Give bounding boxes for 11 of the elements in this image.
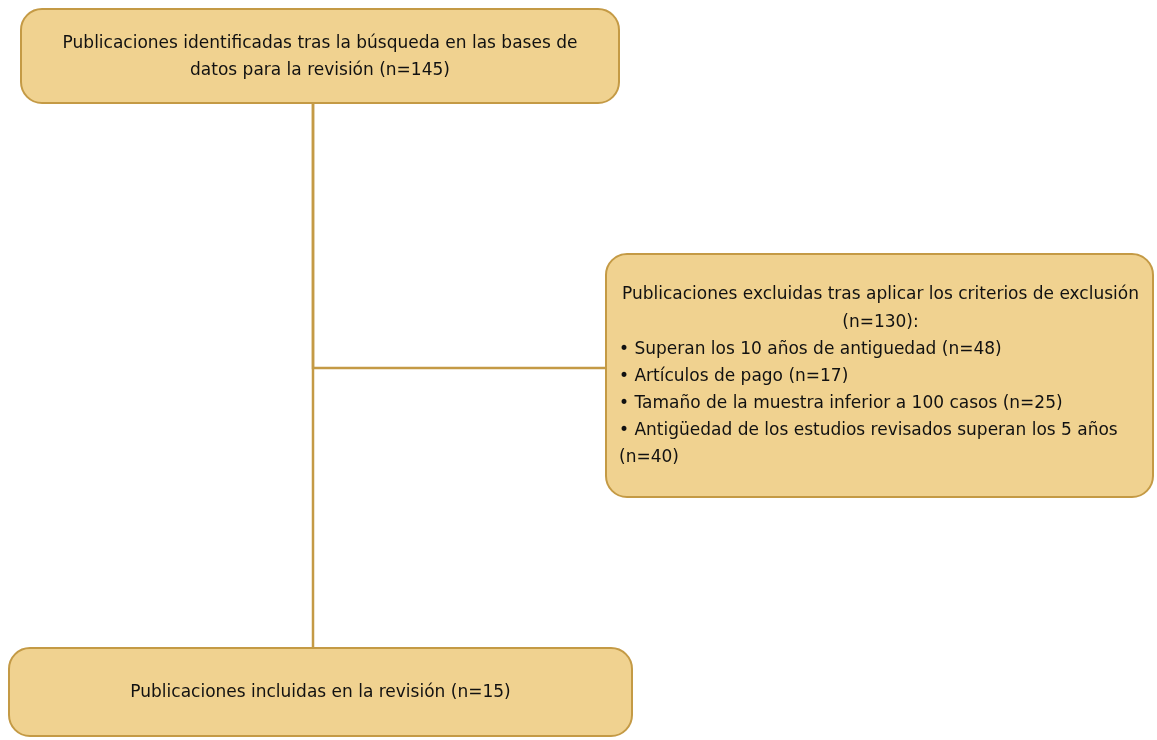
list-item: • Tamaño de la muestra inferior a 100 casos (n=25): [619, 391, 1064, 415]
box-text: Publicaciones excluidas tras aplicar los criterios de exclusión (n=130):: [621, 282, 1140, 333]
box-text: Publicaciones identificadas tras la búsqueda en las bases de datos para la revisión (n=145): [62, 30, 578, 81]
list-item: • Artículos de pago (n=17): [619, 363, 850, 387]
process-box: [605, 253, 1154, 498]
process-box: [8, 647, 633, 737]
list-item: • Superan los 10 años de antiguedad (n=48): [619, 336, 1003, 360]
connector-line: [311, 104, 605, 370]
process-box: [20, 8, 620, 104]
box-text: Publicaciones incluidas en la revisión (n=15): [129, 680, 512, 704]
list-item: • Antigüedad de los estudios revisados superan los 5 años (n=40): [619, 418, 1119, 469]
